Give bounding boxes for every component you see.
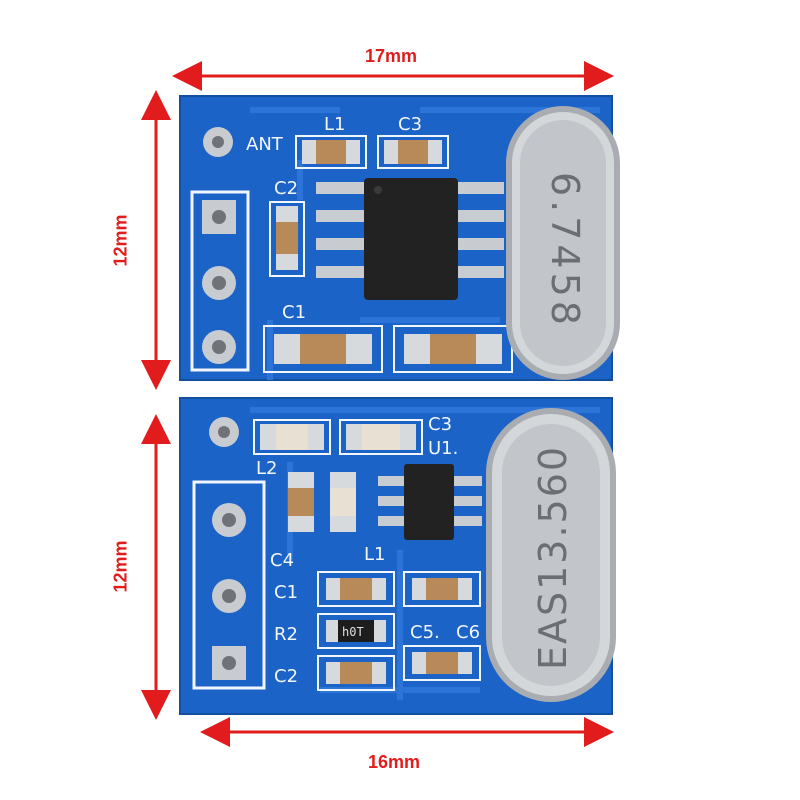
bottom-crystal <box>486 408 616 702</box>
bottom-crystal-label: EAS13.560 <box>531 445 575 670</box>
c1-bottom-label: C1 <box>274 582 298 603</box>
c2-bottom-label: C2 <box>274 666 298 687</box>
c2-bottom-component <box>326 662 386 684</box>
r2-label: R2 <box>274 624 298 645</box>
top-width-label: 17mm <box>365 46 418 66</box>
c3-label: C3 <box>398 114 422 135</box>
top-crystal-label: 6.7458 <box>543 172 587 329</box>
bottom-width-label: 16mm <box>368 752 421 772</box>
l1-label: L1 <box>324 114 345 135</box>
u1-chip <box>378 464 482 540</box>
u1-label: U1. <box>428 438 458 459</box>
c6-label: C6 <box>456 622 480 643</box>
c1-label: C1 <box>282 302 306 323</box>
c5-component <box>412 652 472 674</box>
l1-bottom-label: L1 <box>364 544 385 565</box>
top-ic-chip <box>316 178 504 300</box>
c1-bottom-component <box>326 578 386 600</box>
r2-resistor-marking: h0T <box>342 625 364 639</box>
bottom-right-component <box>412 578 472 600</box>
top-crystal <box>506 106 620 380</box>
ant-label: ANT <box>246 134 284 155</box>
c5-label: C5. <box>410 622 440 643</box>
c3-bottom-label: C3 <box>428 414 452 435</box>
r2-component <box>326 620 386 642</box>
l2-label: L2 <box>256 458 277 479</box>
c2-label: C2 <box>274 178 298 199</box>
c4-label: C4 <box>270 550 294 571</box>
